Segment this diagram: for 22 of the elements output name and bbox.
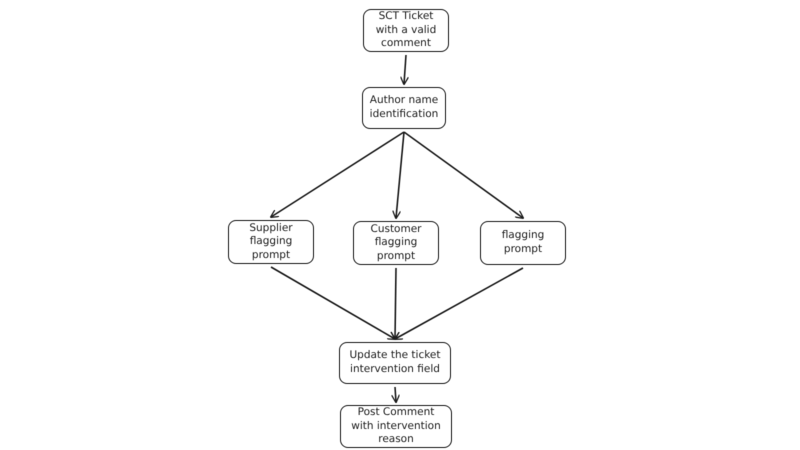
arrow [392,132,405,220]
arrow [394,267,524,340]
arrow [400,54,410,86]
process-box [363,9,449,52]
process-box [480,221,566,265]
process-box [362,87,446,129]
process-box [353,221,439,265]
arrow [390,386,400,404]
box-label: Supplier flagging prompt [248,222,294,262]
box-label: Post Comment with intervention reason [350,406,442,447]
box-label: flagging prompt [500,229,546,257]
box-label: Update the ticket intervention field [348,349,442,377]
arrow [404,131,524,220]
arrow [390,268,400,340]
process-box [339,342,451,384]
arrow [270,266,396,340]
box-label: Author name identification [368,94,440,122]
box-label: Customer flagging prompt [369,222,422,264]
process-box [228,220,314,264]
box-label: SCT Ticket with a valid comment [374,10,438,51]
arrow [270,131,404,218]
process-box [340,405,452,448]
